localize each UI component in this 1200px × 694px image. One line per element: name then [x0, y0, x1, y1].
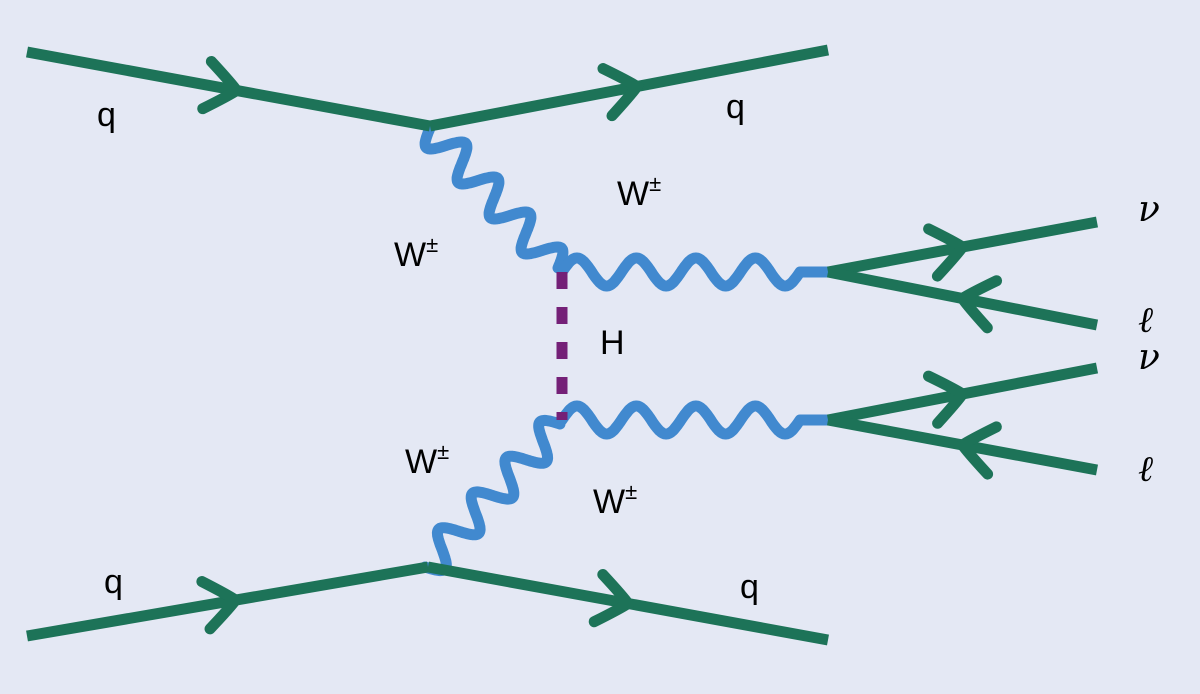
- label-quark-in-bottom: q: [104, 563, 123, 601]
- neutrino-line-bottom-arrow-icon: [922, 370, 971, 429]
- w-charge: ±: [649, 171, 662, 196]
- label-neutrino-2: ν: [1138, 337, 1160, 378]
- quark-in-top-arrow-icon: [197, 55, 245, 115]
- lepton-line-bottom-arrow-icon: [954, 421, 1002, 480]
- lepton-line-top-arrow-icon: [954, 275, 1003, 334]
- label-w-decay-top: W±: [617, 173, 661, 213]
- quark-in-bottom-arrow-icon: [196, 576, 244, 635]
- quark-out-top-arrow-icon: [597, 63, 645, 122]
- label-w-exchange-top: W±: [394, 234, 438, 274]
- w-symbol: W: [405, 443, 438, 481]
- w-symbol: W: [593, 483, 626, 521]
- w-outgoing-bottom: [556, 400, 834, 440]
- w-charge: ±: [426, 232, 439, 257]
- label-quark-out-bottom: q: [740, 568, 759, 606]
- label-lepton-1: ℓ: [1138, 300, 1153, 341]
- w-charge: ±: [625, 479, 638, 504]
- w-symbol: W: [617, 175, 650, 213]
- w-propagator-top: [419, 122, 569, 274]
- quark-out-bottom-arrow-icon: [588, 569, 636, 628]
- label-neutrino-1: ν: [1138, 189, 1160, 230]
- label-w-decay-bottom: W±: [593, 481, 637, 521]
- w-propagator-bottom: [419, 414, 566, 577]
- neutrino-line-top-arrow-icon: [923, 223, 971, 282]
- label-quark-in-top: q: [97, 96, 116, 134]
- w-symbol: W: [394, 236, 427, 274]
- label-w-exchange-bottom: W±: [405, 441, 449, 481]
- label-quark-out-top: q: [726, 88, 745, 126]
- w-charge: ±: [437, 439, 450, 464]
- w-outgoing-top: [556, 252, 834, 292]
- label-higgs: H: [600, 324, 625, 362]
- label-lepton-2: ℓ: [1138, 449, 1153, 490]
